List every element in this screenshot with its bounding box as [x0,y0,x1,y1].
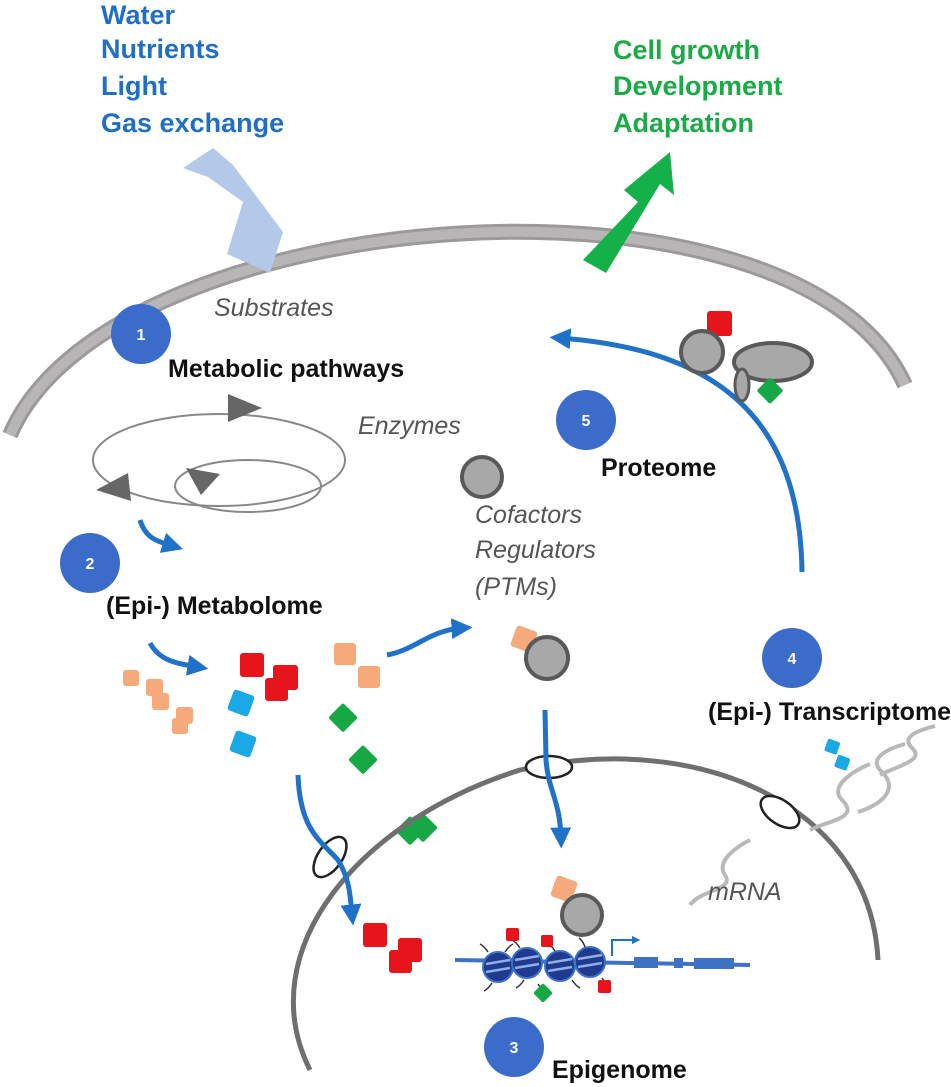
nuclear-pore-right [759,794,801,830]
metabolite-cluster-red [240,653,422,973]
metabolic-cycle-outer [92,413,346,507]
output-development: Development [613,71,783,101]
enzyme-protein [460,455,504,499]
flow-arrow-enzyme-into-nucleus [542,709,572,849]
mrna-label: mRNA [708,878,782,906]
protein-mark-red [707,311,732,336]
flow-arrow-cycle-to-metabolome [137,519,184,553]
protein-subunit [733,367,751,403]
input-light: Light [101,71,167,101]
flow-arrow-into-metabolome [147,641,209,676]
nucleus-envelope [290,756,881,1072]
protein-mark-green [757,378,783,404]
regulated-enzyme [524,635,570,681]
enzymes-label: Enzymes [358,412,461,440]
transcription-start-arrow [611,935,641,956]
metabolite-cluster-cyan [227,689,257,758]
ptms-label: (PTMs) [475,573,557,601]
output-cell-growth: Cell growth [613,35,760,65]
flow-arrow-metabolites-into-nucleus [295,774,362,926]
cycle-arrowhead-left [96,473,131,501]
output-arrow [583,152,674,273]
chromatin-modifier [560,893,604,937]
step-2-label: (Epi-) Metabolome [106,592,323,620]
regulators-label: Regulators [475,536,596,564]
output-adaptation: Adaptation [613,108,754,138]
step-5-number: 5 [582,413,591,430]
input-gas-exchange: Gas exchange [101,108,284,138]
mrna-strand-2 [857,742,906,814]
gene-body [634,957,734,969]
metabolite-cluster-green [328,703,438,845]
step-2-number: 2 [86,556,95,573]
metabolic-cycle-inner [174,459,322,513]
cycle-arrowhead-top [228,394,262,422]
flow-arrow-to-cofactors [386,618,473,658]
step-3-number: 3 [510,1040,519,1057]
mrna-modifications [824,738,851,771]
flow-arrow-transcriptome-to-proteome [549,328,805,573]
step-5-label: Proteome [601,454,716,482]
mrna-strand-3 [879,724,936,777]
step-1-badge [111,304,171,364]
step-3-badge [484,1017,544,1077]
step-1-number: 1 [137,327,146,344]
input-arrow [183,148,283,273]
substrates-label: Substrates [214,294,334,322]
epigenetic-cofactor [550,875,578,903]
step-1-label: Metabolic pathways [168,355,404,383]
protein-small [679,329,725,375]
step-4-number: 4 [788,651,797,668]
step-5-badge [556,390,616,450]
input-water: Water [101,0,176,30]
input-nutrients: Nutrients [101,34,220,64]
step-4-badge [762,628,822,688]
cofactors-label: Cofactors [475,501,582,529]
step-4-label: (Epi-) Transcriptome [708,698,951,726]
cycle-arrowhead-inner [186,468,220,495]
step-2-badge [60,533,120,593]
step-3-label: Epigenome [552,1056,687,1084]
mrna-strand-1 [809,762,871,832]
mrna-strand-nuclear [688,838,751,907]
metabolite-cluster-orange [123,643,380,734]
